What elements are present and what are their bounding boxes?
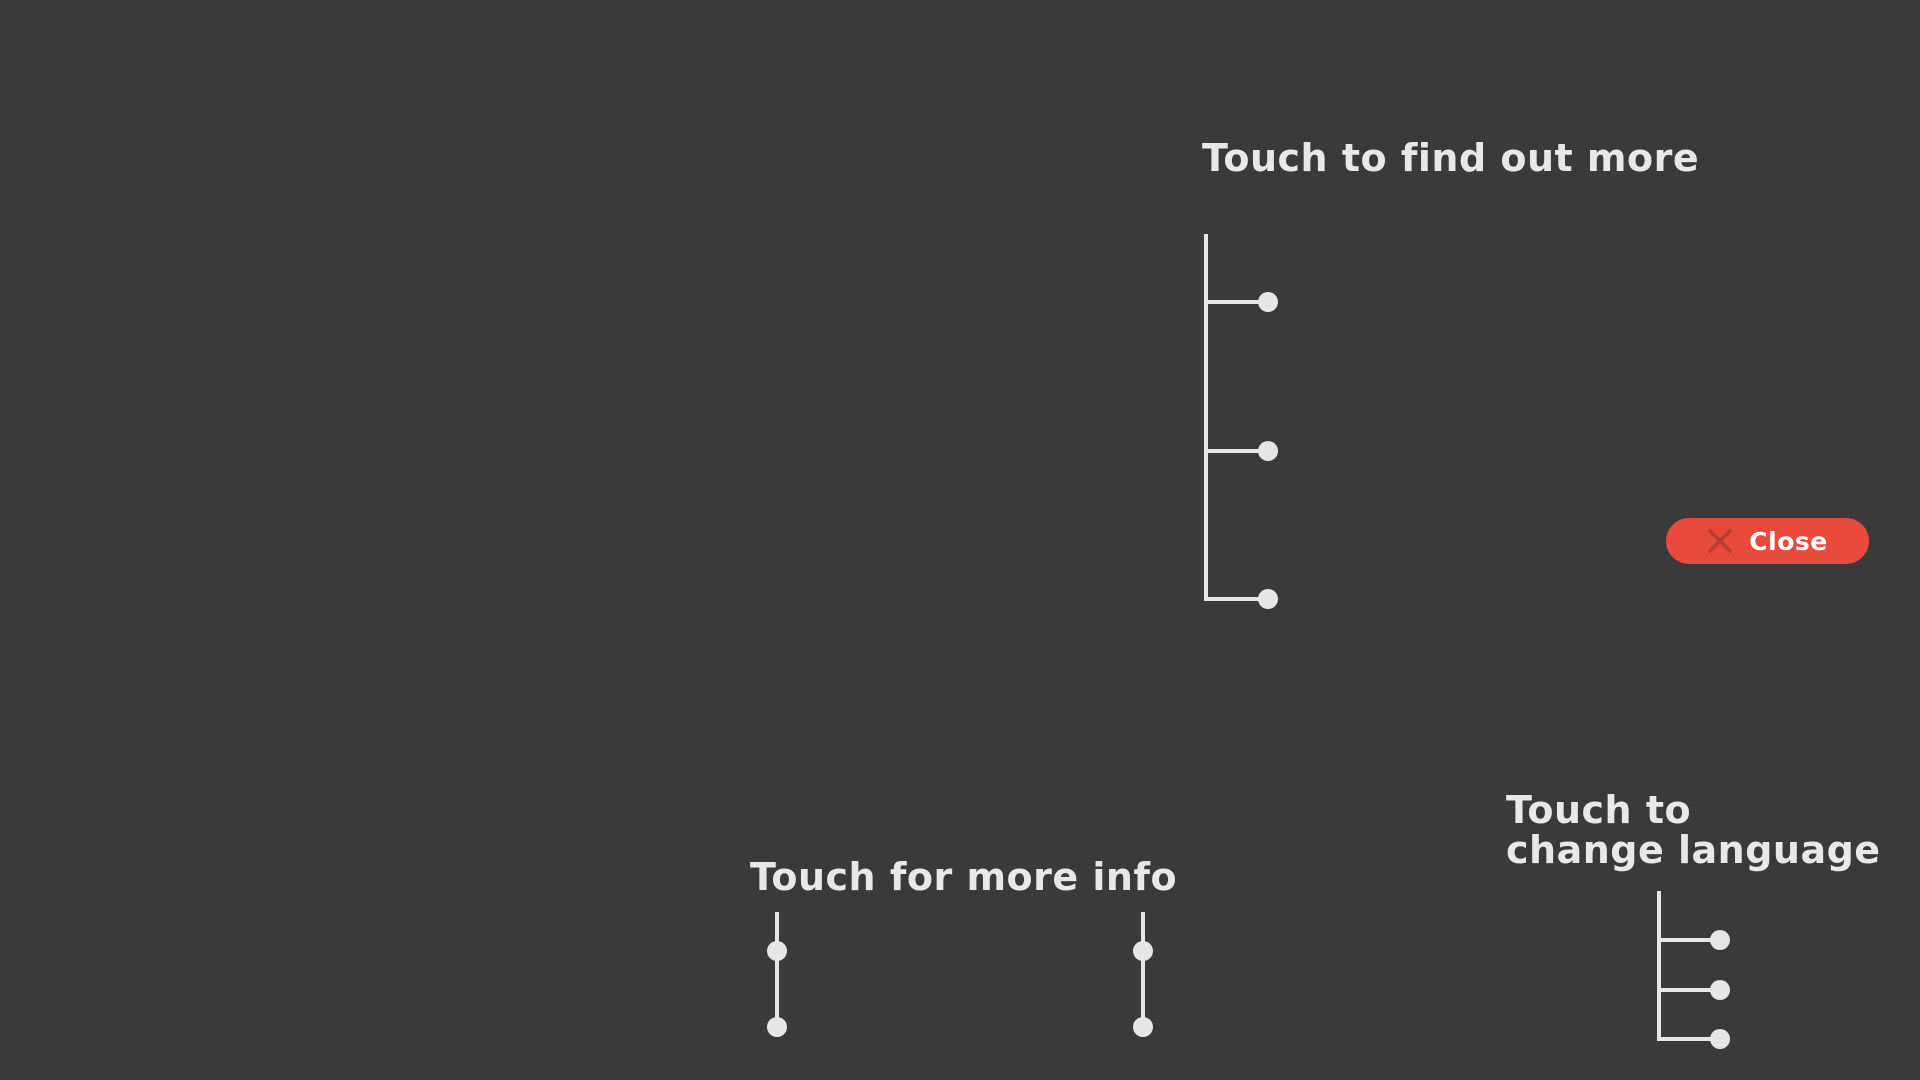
language-dot-3[interactable] [1710,1029,1730,1049]
change-language-bracket [1657,891,1720,1041]
more-info-right-dot-1[interactable] [1133,941,1153,961]
close-icon [1707,528,1733,554]
language-dot-2[interactable] [1710,980,1730,1000]
more-info-hint: Touch for more info [750,855,1178,899]
close-button[interactable]: Close [1666,518,1869,564]
find-out-more-dot-2[interactable] [1258,441,1278,461]
more-info-pointers [775,912,1145,1027]
more-info-right-dot-2[interactable] [1133,1017,1153,1037]
find-out-more-dot-1[interactable] [1258,292,1278,312]
change-language-hint: Touch to change language [1506,790,1881,870]
close-button-label: Close [1749,526,1828,556]
find-out-more-hint: Touch to find out more [1202,136,1700,180]
change-language-hint-line1: Touch to [1506,788,1692,832]
find-out-more-dot-3[interactable] [1258,589,1278,609]
language-dot-1[interactable] [1710,930,1730,950]
more-info-left-dot-2[interactable] [767,1017,787,1037]
find-out-more-bracket [1204,234,1268,601]
change-language-hint-line2: change language [1506,828,1881,872]
more-info-left-dot-1[interactable] [767,941,787,961]
